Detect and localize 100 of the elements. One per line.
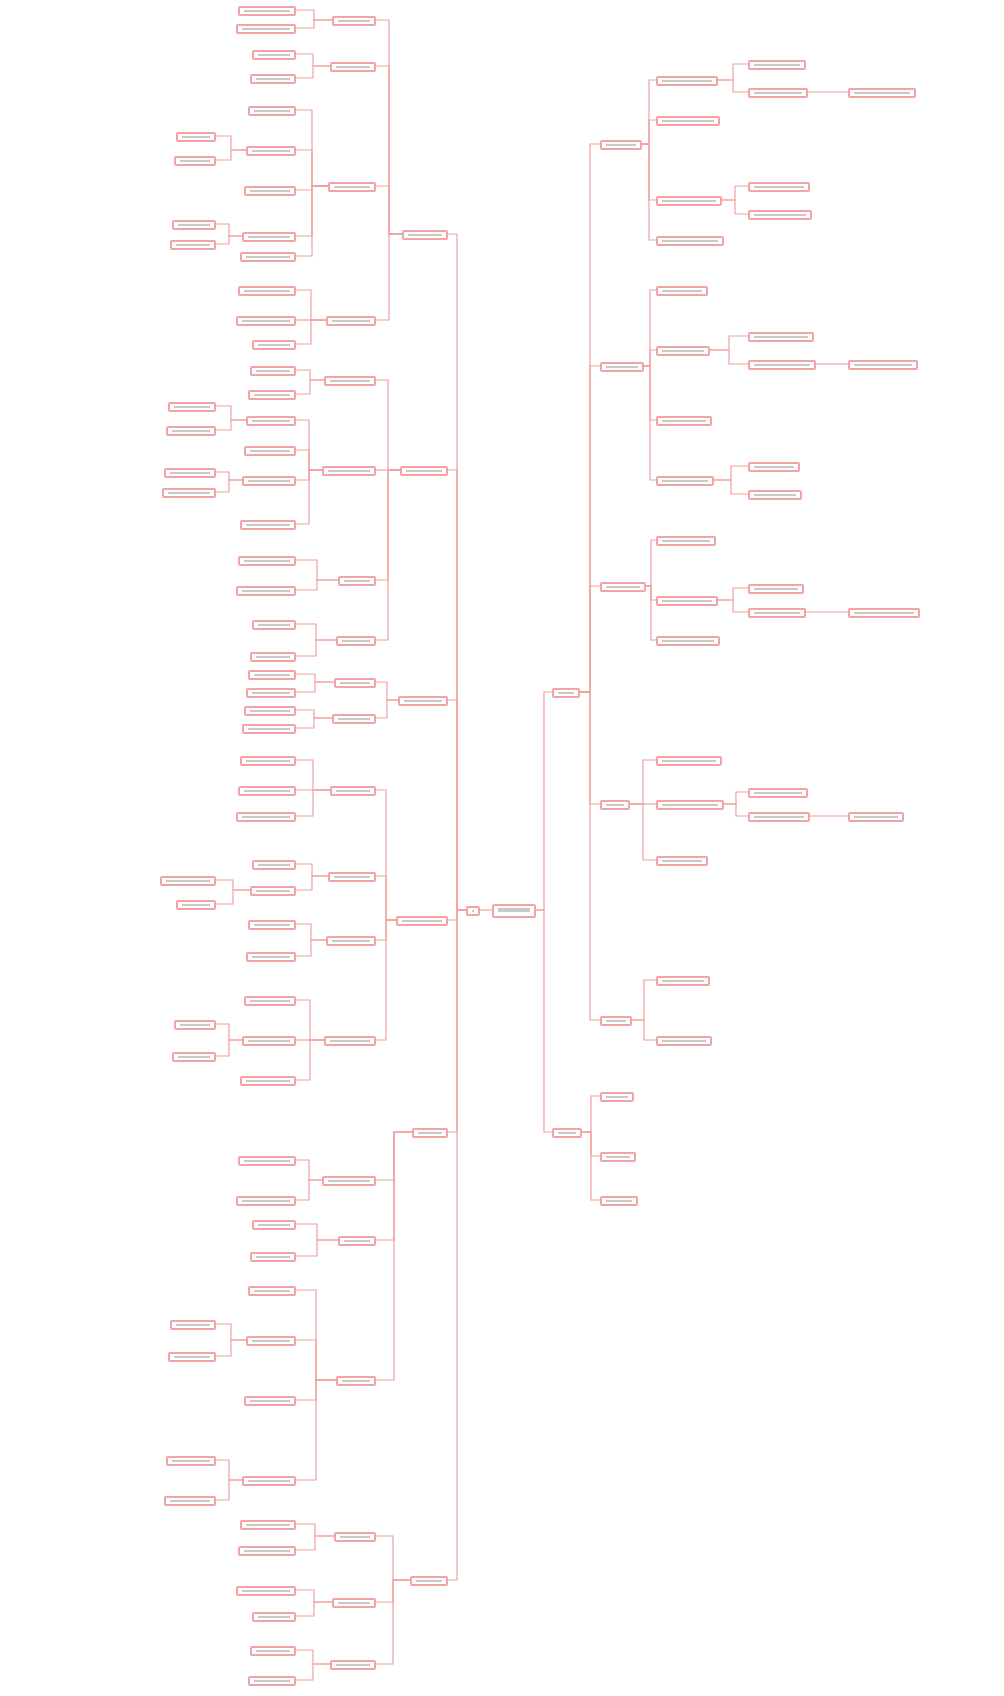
- connector-line: [295, 639, 337, 657]
- topic-box: [552, 687, 580, 697]
- connector-line: [721, 199, 749, 215]
- topic-box: [250, 651, 296, 661]
- topic-box: [848, 607, 920, 617]
- topic-box: [336, 1375, 376, 1385]
- topic-box: [330, 61, 376, 71]
- topic-box: [412, 1127, 448, 1137]
- topic-box: [250, 1645, 296, 1655]
- topic-box: [600, 1091, 634, 1101]
- topic-box: [656, 1035, 712, 1045]
- connector-line: [295, 939, 327, 957]
- topic-box: [244, 445, 296, 455]
- topic-box: [600, 1151, 636, 1161]
- topic-box: [748, 209, 812, 219]
- connector-line: [815, 363, 849, 365]
- topic-box: [332, 1597, 376, 1607]
- topic-box: [240, 755, 296, 765]
- topic-box: [248, 389, 296, 399]
- topic-box: [324, 375, 376, 385]
- connector-line: [807, 91, 849, 93]
- connector-line: [295, 185, 329, 257]
- topic-box: [174, 1019, 216, 1029]
- topic-box: [466, 905, 480, 915]
- topic-box: [248, 1285, 296, 1295]
- topic-box: [334, 677, 376, 687]
- topic-box: [600, 361, 644, 371]
- topic-box: [330, 785, 376, 795]
- topic-box: [242, 231, 296, 241]
- connector-line: [295, 469, 323, 525]
- topic-box: [322, 1175, 376, 1185]
- connector-line: [717, 79, 749, 93]
- connector-line: [295, 1179, 323, 1201]
- topic-box: [176, 131, 216, 141]
- connector-line: [295, 65, 331, 79]
- connector-line: [215, 889, 251, 905]
- topic-box: [748, 331, 814, 341]
- topic-box: [322, 465, 376, 475]
- topic-box: [236, 23, 296, 33]
- topic-box: [600, 139, 642, 149]
- connector-line: [295, 1535, 335, 1551]
- central-topic-box: [492, 903, 536, 917]
- connector-line: [215, 419, 247, 431]
- topic-box: [748, 787, 808, 797]
- topic-box: [248, 669, 296, 679]
- topic-box: [252, 859, 296, 869]
- topic-box: [410, 1575, 448, 1585]
- topic-box: [166, 1455, 216, 1465]
- topic-box: [326, 315, 376, 325]
- connector-line: [629, 803, 657, 861]
- topic-box: [656, 345, 710, 355]
- topic-box: [324, 1035, 376, 1045]
- connector-line: [295, 379, 325, 395]
- topic-box: [402, 229, 448, 239]
- topic-box: [400, 465, 448, 475]
- topic-box: [236, 315, 296, 325]
- topic-box: [656, 535, 716, 545]
- topic-box: [250, 885, 296, 895]
- topic-box: [338, 575, 376, 585]
- connector-line: [375, 699, 399, 719]
- topic-box: [656, 115, 720, 125]
- topic-box: [170, 1319, 216, 1329]
- topic-box: [748, 607, 806, 617]
- topic-box: [748, 181, 810, 191]
- topic-box: [748, 359, 816, 369]
- topic-box: [166, 425, 216, 435]
- connector-line: [215, 479, 243, 493]
- topic-box: [848, 87, 916, 97]
- connector-line: [717, 599, 749, 613]
- connector-line: [641, 143, 657, 241]
- topic-box: [246, 951, 296, 961]
- topic-box: [252, 1611, 296, 1621]
- connector-line: [535, 909, 553, 1133]
- topic-box: [160, 875, 216, 885]
- connector-line: [295, 579, 339, 591]
- topic-box: [248, 105, 296, 115]
- topic-box: [238, 285, 296, 295]
- topic-box: [162, 487, 216, 497]
- topic-box: [250, 73, 296, 83]
- topic-box: [656, 755, 722, 765]
- connector-line: [295, 681, 335, 693]
- topic-box: [338, 1235, 376, 1245]
- topic-box: [656, 285, 708, 295]
- connector-line: [375, 1579, 411, 1665]
- connector-line: [581, 1131, 601, 1201]
- topic-box: [168, 401, 216, 411]
- connector-line: [215, 149, 247, 161]
- topic-box: [242, 475, 296, 485]
- topic-box: [656, 595, 718, 605]
- topic-box: [656, 195, 722, 205]
- topic-box: [242, 723, 296, 733]
- topic-box: [396, 915, 448, 925]
- topic-box: [748, 59, 806, 69]
- topic-box: [600, 581, 646, 591]
- connector-line: [215, 1479, 243, 1501]
- topic-box: [242, 1035, 296, 1045]
- topic-box: [748, 489, 802, 499]
- topic-box: [332, 713, 376, 723]
- connector-line: [295, 875, 329, 891]
- topic-box: [328, 871, 376, 881]
